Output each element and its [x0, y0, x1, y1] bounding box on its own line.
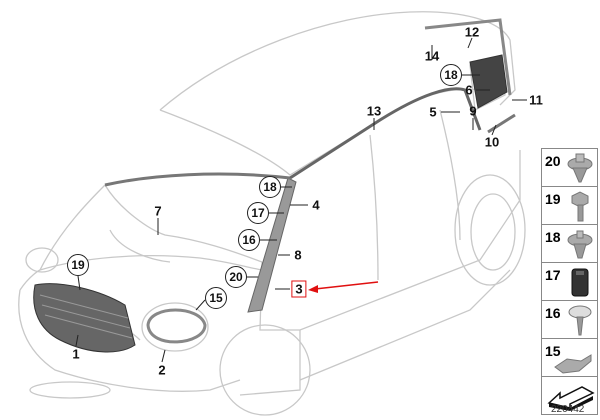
part-number: 20 [545, 153, 561, 169]
callout-12: 12 [464, 24, 480, 40]
a-pillar-trim [247, 177, 297, 313]
part-17[interactable]: 17 [541, 262, 598, 300]
callout-13: 13 [366, 103, 382, 119]
callout-10: 10 [484, 134, 500, 150]
expanding-rivet-icon [567, 230, 593, 259]
callout-17: 17 [247, 202, 269, 224]
part-18[interactable]: 18 [541, 224, 598, 262]
callout-15: 15 [205, 287, 227, 309]
diagram-id: 220442 [551, 404, 585, 415]
callout-6: 6 [465, 82, 473, 98]
plastic-nut-icon [571, 268, 589, 297]
part-number: 19 [545, 191, 561, 207]
part-number: 18 [545, 229, 561, 245]
callout-18-rear: 18 [440, 64, 462, 86]
callout-9: 9 [469, 103, 477, 119]
windshield-seal [104, 172, 291, 187]
callout-14: 14 [424, 48, 440, 64]
headlight-trim-part [146, 308, 207, 344]
part-20[interactable]: 20 [541, 148, 598, 186]
roof-rail [424, 18, 512, 96]
callout-1: 1 [72, 346, 80, 362]
oval-head-screw-icon [568, 305, 592, 336]
callout-19: 19 [67, 254, 89, 276]
callout-4: 4 [312, 197, 320, 213]
callout-3-highlighted[interactable]: 3 [291, 280, 307, 298]
part-16[interactable]: 16 [541, 300, 598, 338]
parts-panel: 20 19 18 17 16 15 [541, 148, 598, 415]
callout-18: 18 [259, 176, 281, 198]
rear-window-seal [469, 54, 508, 109]
trim-strip-10 [487, 113, 516, 134]
part-19[interactable]: 19 [541, 186, 598, 224]
part-number: 16 [545, 305, 561, 321]
callout-16: 16 [238, 229, 260, 251]
hex-screw-icon [571, 191, 589, 222]
view-direction-box [541, 376, 598, 415]
callout-8: 8 [294, 247, 302, 263]
callout-2: 2 [158, 362, 166, 378]
callout-5: 5 [429, 104, 437, 120]
part-number: 15 [545, 343, 561, 359]
callout-7: 7 [154, 203, 162, 219]
part-number: 17 [545, 267, 561, 283]
grille-part [33, 283, 136, 353]
push-clip-icon [567, 153, 593, 183]
highlight-arrow [314, 281, 379, 290]
roof-seal [289, 87, 482, 180]
callout-20: 20 [225, 266, 247, 288]
callout-11: 11 [529, 92, 543, 108]
bracket-clip-icon [554, 354, 592, 374]
part-15[interactable]: 15 [541, 338, 598, 376]
view-arrow-icon [547, 386, 595, 411]
